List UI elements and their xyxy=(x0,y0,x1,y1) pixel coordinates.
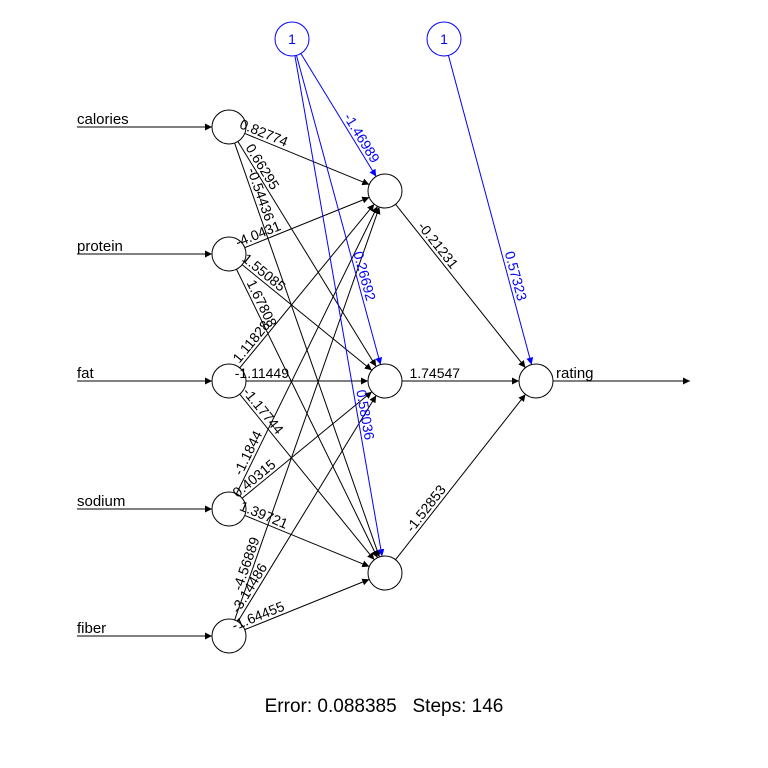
weight-label-sodium-hidden-3: 1.39721 xyxy=(238,498,291,532)
training-summary: Error: 0.088385 Steps: 146 xyxy=(0,696,768,718)
weight-label-calories-hidden-1: 0.82774 xyxy=(238,116,291,150)
weight-label-protein-hidden-1: -4.0431 xyxy=(233,217,283,250)
edge-fiber-to-hidden-1 xyxy=(234,206,381,621)
hidden-node-3 xyxy=(367,555,403,591)
weight-label-hidden-3-output: -1.52853 xyxy=(402,482,449,536)
weight-label-hidden-2-output: 1.74547 xyxy=(409,365,460,381)
edge-calories-to-hidden-1 xyxy=(244,132,370,186)
bias-node-output-label: 1 xyxy=(440,31,448,47)
edge-sodium-to-hidden-2 xyxy=(241,391,373,499)
bias-edge-hidden-3 xyxy=(294,55,385,557)
bias-edge-hidden-1 xyxy=(300,53,377,177)
edge-fat-to-hidden-3 xyxy=(239,393,375,561)
edge-protein-to-hidden-1 xyxy=(244,196,370,249)
error-value: 0.088385 xyxy=(317,696,397,717)
weight-label-fat-hidden-3: -1.17744 xyxy=(240,384,287,437)
input-node-fiber xyxy=(211,618,247,654)
edge-fiber-to-hidden-2 xyxy=(237,395,377,622)
output-node xyxy=(518,363,554,399)
bias-edge-hidden-2 xyxy=(295,55,383,365)
edge-hidden-3-to-output xyxy=(395,394,526,560)
edge-fiber-to-hidden-3 xyxy=(244,578,370,631)
hidden-node-2 xyxy=(367,363,403,399)
input-label-fat: fat xyxy=(77,365,95,382)
edge-calories-to-hidden-2 xyxy=(237,141,377,367)
edge-sodium-to-hidden-1 xyxy=(236,206,378,494)
edge-protein-to-hidden-2 xyxy=(241,264,373,371)
weight-label-fat-hidden-1: 1.11828 xyxy=(229,317,273,366)
error-label: Error: xyxy=(264,696,313,717)
bias-weight-label-output: 0.57323 xyxy=(502,249,531,302)
input-node-sodium xyxy=(211,491,247,527)
steps-value: 146 xyxy=(471,696,504,717)
weight-label-fat-hidden-2: -1.11449 xyxy=(235,365,289,381)
bias-node-hidden-label: 1 xyxy=(288,31,296,47)
bias-weight-label-hidden-1: -1.46989 xyxy=(341,110,384,166)
steps-label: Steps: xyxy=(412,696,467,717)
input-label-calories: calories xyxy=(77,111,129,128)
weight-label-hidden-1-output: -0.21231 xyxy=(415,218,462,271)
input-node-fat xyxy=(211,363,247,399)
bias-edge-output xyxy=(447,55,534,365)
edge-fat-to-hidden-1 xyxy=(239,203,375,369)
output-label: rating xyxy=(556,365,594,382)
bias-node-output xyxy=(426,21,462,57)
edge-hidden-1-to-output xyxy=(395,203,526,369)
input-label-protein: protein xyxy=(77,238,123,255)
input-node-protein xyxy=(211,236,247,272)
input-node-calories xyxy=(211,109,247,145)
edge-sodium-to-hidden-3 xyxy=(244,514,370,568)
bias-node-hidden xyxy=(274,21,310,57)
input-label-fiber: fiber xyxy=(77,620,106,637)
input-label-sodium: sodium xyxy=(77,493,125,510)
hidden-node-1 xyxy=(367,173,403,209)
